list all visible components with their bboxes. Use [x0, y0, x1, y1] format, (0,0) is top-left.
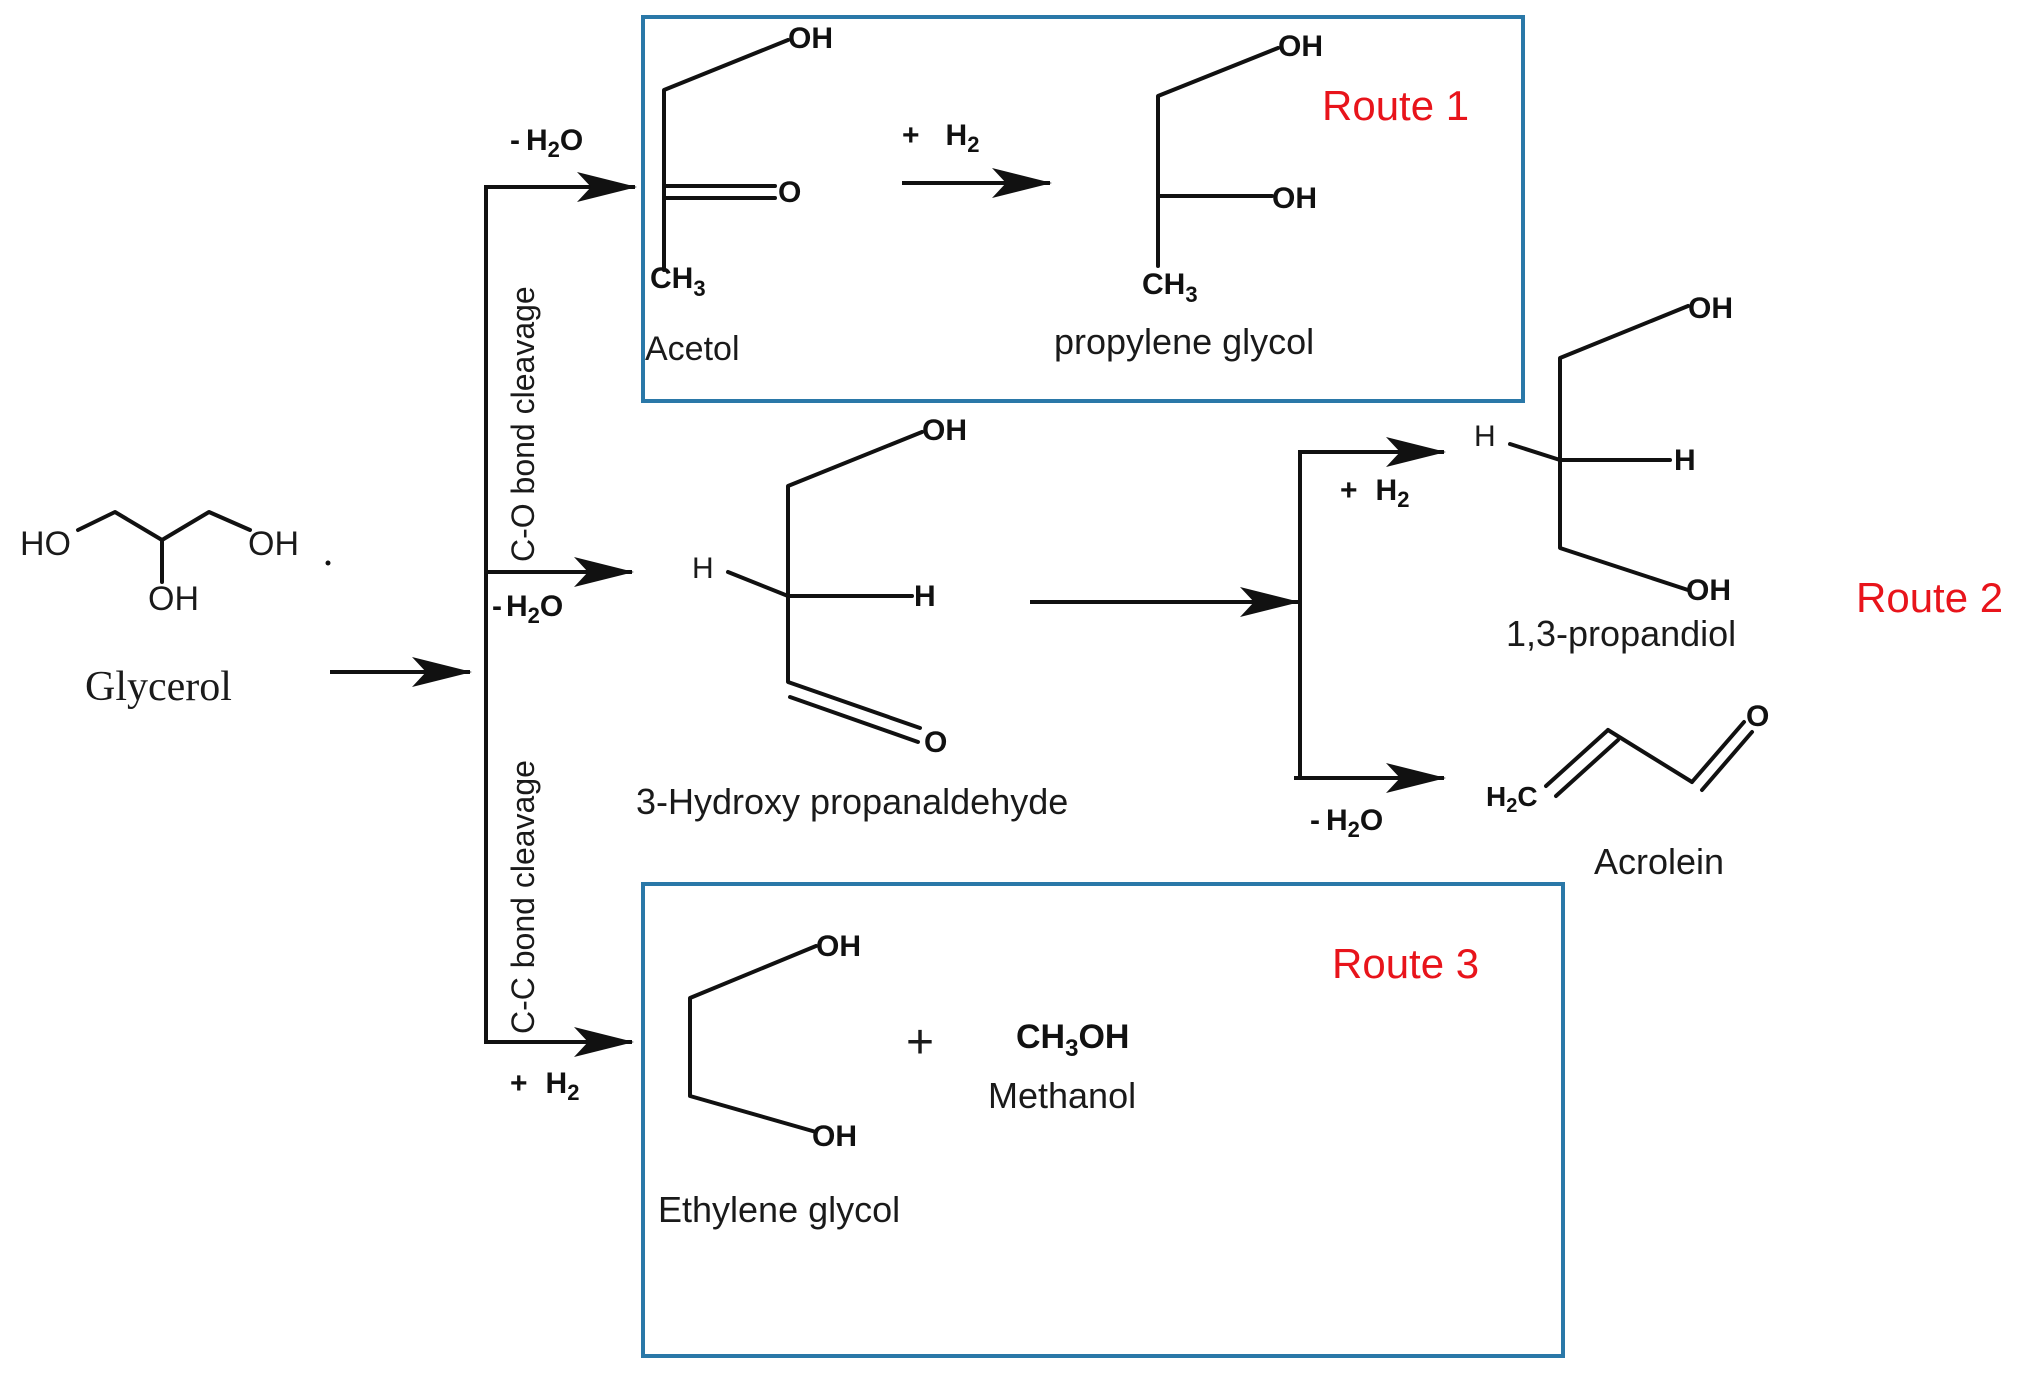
acrolein-structure: H2C O Acrolein: [1486, 700, 1769, 882]
methanol-name: Methanol: [988, 1075, 1136, 1116]
glycerol-dot: [325, 560, 331, 566]
hpa-h-right-label: H: [914, 580, 936, 613]
propylene-glycol-ch3-label: CH3: [1142, 268, 1198, 307]
acetol-oh-label: OH: [788, 22, 833, 55]
cc-bond-cleavage-label: C-C bond cleavage: [505, 760, 541, 1034]
hpa-o-label: O: [924, 726, 947, 759]
hpa-structure: OH H H O 3-Hydroxy propanaldehyde: [636, 414, 1068, 822]
glycerol-structure: HO OH OH Glycerol: [20, 510, 331, 710]
route3-box: [641, 882, 1565, 1358]
minus-h2o-route1: -H2O: [510, 124, 583, 162]
plus-h2-route3: +H2: [510, 1067, 579, 1105]
propandiol-h-right-label: H: [1674, 444, 1696, 477]
plus-h2-route2: +H2: [1340, 474, 1409, 512]
acrolein-name: Acrolein: [1594, 841, 1724, 882]
ethylene-glycol-structure: OH OH Ethylene glycol: [658, 930, 900, 1230]
route1-label: Route 1: [1322, 82, 1469, 129]
propylene-glycol-structure: OH OH CH3 propylene glycol: [1054, 30, 1323, 362]
propandiol-oh-bottom-label: OH: [1686, 574, 1731, 607]
glycerol-name: Glycerol: [85, 664, 232, 710]
ethylene-glycol-oh-top-label: OH: [816, 930, 861, 963]
glycerol-ho-label: HO: [20, 525, 71, 563]
methanol-structure: CH3OH Methanol: [988, 1018, 1136, 1116]
co-bond-cleavage-label: C-O bond cleavage: [505, 286, 541, 562]
route3-label: Route 3: [1332, 940, 1479, 987]
acetol-ch3-label: CH3: [650, 262, 706, 301]
glycerol-oh-right-label: OH: [248, 525, 299, 563]
propandiol-name: 1,3-propandiol: [1506, 613, 1736, 654]
route2-label: Route 2: [1856, 574, 2003, 621]
acetol-o-label: O: [778, 176, 801, 209]
acetol-structure: OH O CH3 Acetol: [645, 22, 833, 368]
propylene-glycol-oh-top-label: OH: [1278, 30, 1323, 63]
hpa-oh-label: OH: [922, 414, 967, 447]
glycerol-oh-bottom-label: OH: [148, 580, 199, 618]
acrolein-h2c-label: H2C: [1486, 781, 1538, 817]
propylene-glycol-oh-mid-label: OH: [1272, 182, 1317, 215]
propandiol-oh-top-label: OH: [1688, 292, 1733, 325]
propandiol-structure: OH H H OH 1,3-propandiol: [1474, 292, 1736, 654]
acetol-name: Acetol: [645, 330, 740, 368]
hpa-h-left-label: H: [692, 552, 714, 585]
methanol-formula: CH3OH: [1016, 1018, 1129, 1062]
ethylene-glycol-oh-bottom-label: OH: [812, 1120, 857, 1153]
ethylene-glycol-name: Ethylene glycol: [658, 1189, 900, 1230]
propylene-glycol-name: propylene glycol: [1054, 321, 1314, 362]
plus-sign: +: [906, 1016, 934, 1069]
route1-box: [641, 15, 1525, 403]
plus-h2-route1: +H2: [902, 119, 979, 157]
hpa-name: 3-Hydroxy propanaldehyde: [636, 781, 1068, 822]
minus-h2o-acrolein: -H2O: [1310, 804, 1383, 842]
propandiol-h-left-label: H: [1474, 420, 1496, 453]
minus-h2o-route2: -H2O: [492, 590, 563, 628]
acrolein-o-label: O: [1746, 700, 1769, 733]
